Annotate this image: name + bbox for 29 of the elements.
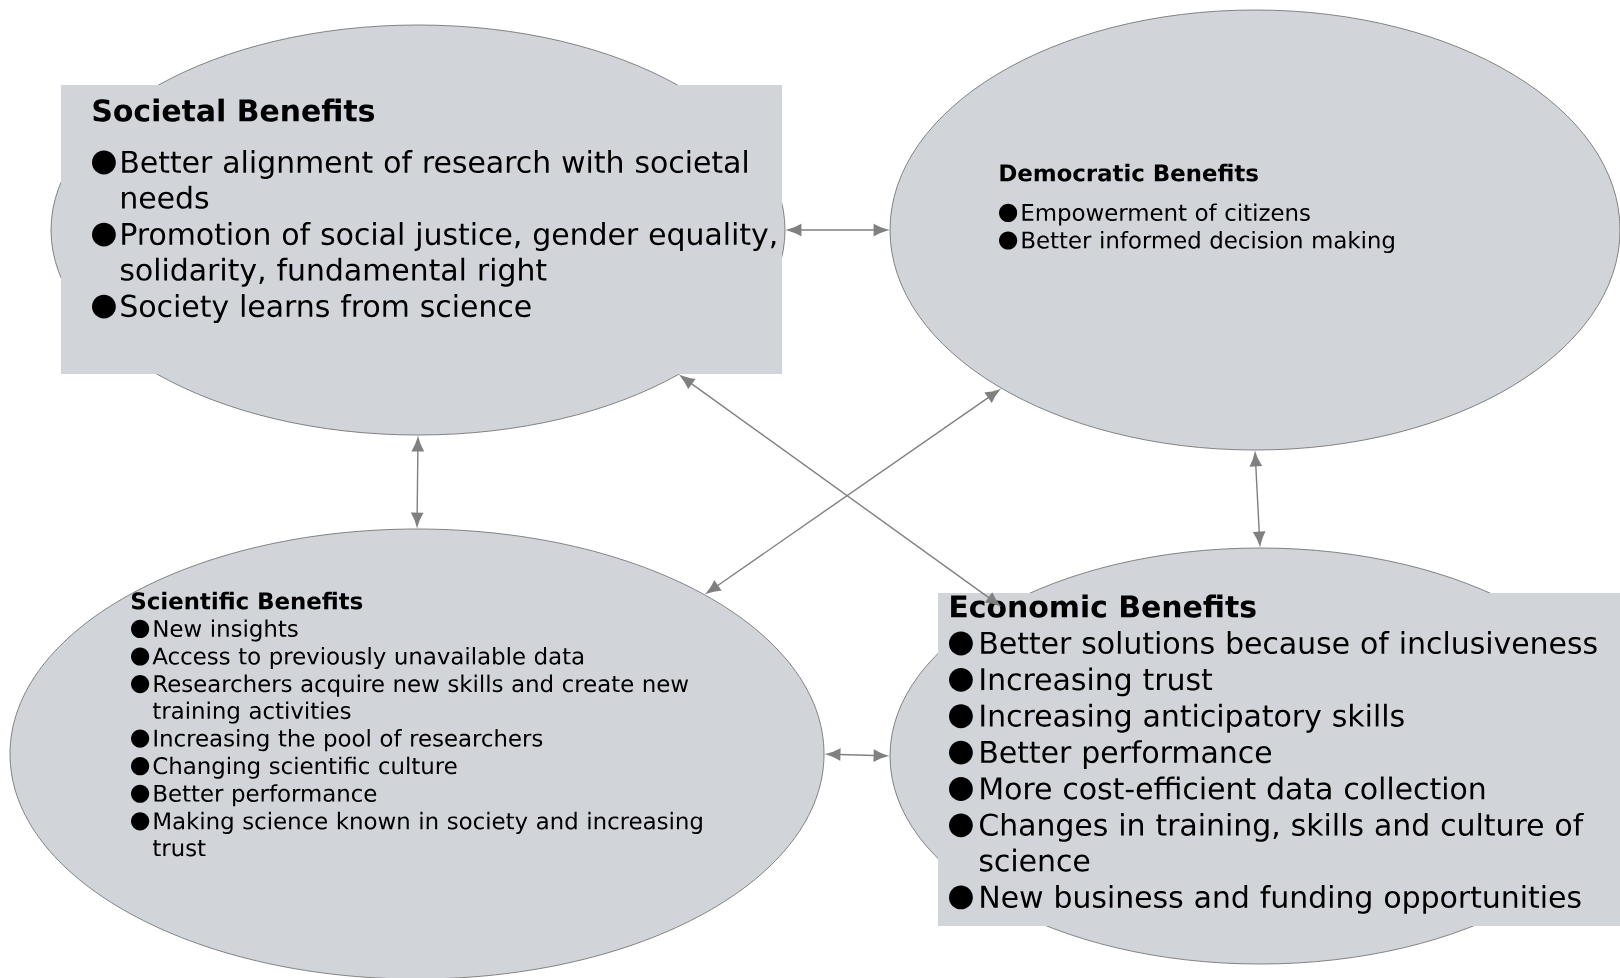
bullet-item: New insights bbox=[131, 619, 298, 642]
bullet-item: Changes in training, skills and culture of science bbox=[949, 812, 1584, 872]
bullet-item: More cost-efficient data collection bbox=[949, 776, 1485, 801]
arrow bbox=[706, 389, 1000, 594]
heading: Scientific Benefits bbox=[132, 591, 363, 610]
bullet-item: Better informed decision making bbox=[999, 231, 1394, 254]
bullet-item: New business and funding opportunities bbox=[949, 884, 1581, 914]
arrow bbox=[411, 437, 424, 527]
bullet-item: Better solutions because of inclusiveness bbox=[949, 631, 1597, 656]
arrow bbox=[787, 224, 888, 236]
bullet-item: Better alignment of research with societal needs bbox=[92, 150, 747, 209]
bullet-item: Promotion of social justice, gender equality, solidarity, fundamental right bbox=[92, 222, 776, 287]
bullet-item: Better performance bbox=[131, 784, 377, 807]
bullet-item: Access to previously unavailable data bbox=[131, 647, 583, 670]
heading: Democratic Benefits bbox=[1000, 163, 1258, 182]
arrow bbox=[826, 748, 888, 762]
arrow bbox=[1249, 452, 1266, 546]
bullet-item: Better performance bbox=[949, 740, 1271, 770]
bullet-item: Researchers acquire new skills and create new training activities bbox=[131, 674, 689, 724]
arrow bbox=[680, 375, 1000, 606]
bullet-item: Increasing anticipatory skills bbox=[949, 703, 1404, 733]
bullet-item: Society learns from science bbox=[92, 294, 531, 323]
heading: Societal Benefits bbox=[93, 98, 375, 122]
heading: Economic Benefits bbox=[951, 594, 1256, 618]
bullet-item: Increasing the pool of researchers bbox=[131, 729, 543, 752]
bullet-item: Making science known in society and increasing trust bbox=[131, 811, 702, 857]
bullet-item: Increasing trust bbox=[949, 667, 1213, 697]
bullet-item: Changing scientific culture bbox=[131, 756, 457, 779]
bullet-item: Empowerment of citizens bbox=[999, 203, 1310, 226]
